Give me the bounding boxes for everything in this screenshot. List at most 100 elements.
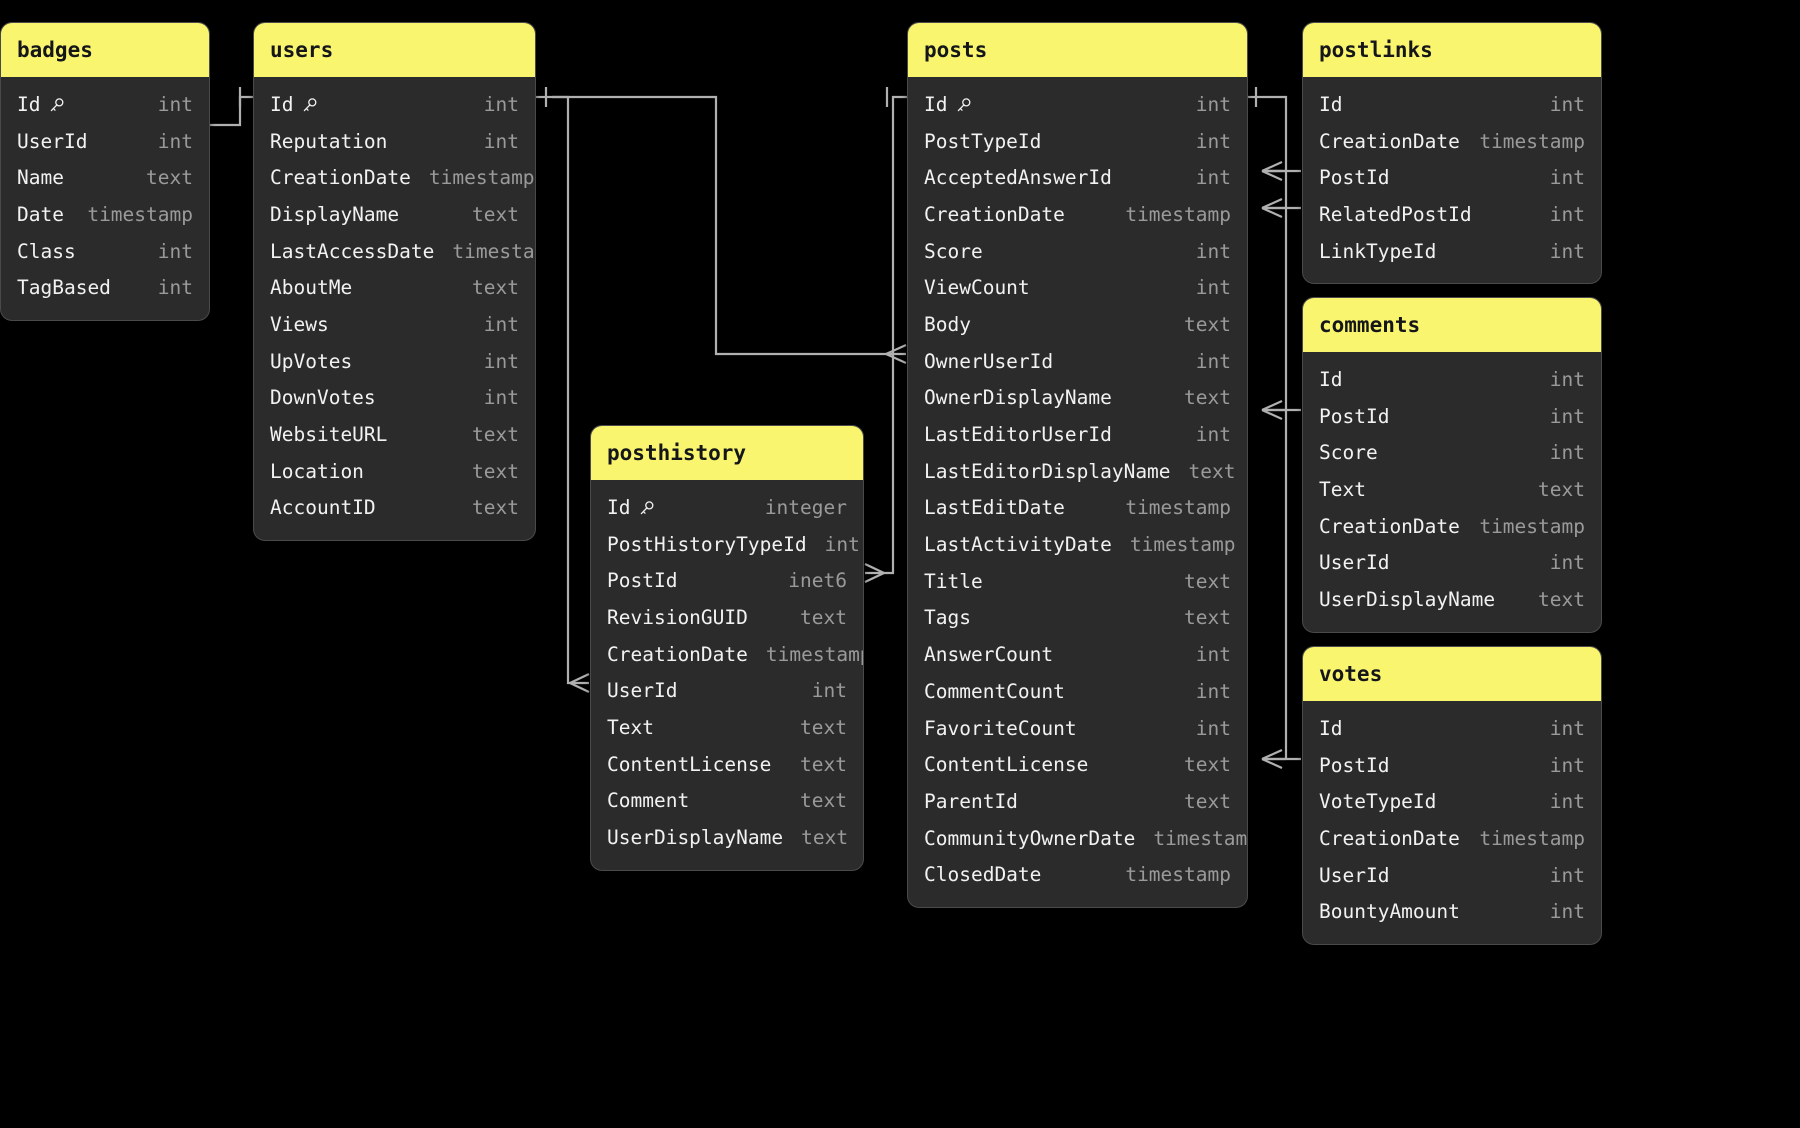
- field-row-posthistory-CreationDate[interactable]: CreationDate timestamp: [591, 636, 863, 673]
- field-row-votes-PostId[interactable]: PostId int: [1303, 747, 1601, 784]
- field-name: RelatedPostId: [1319, 203, 1472, 226]
- field-row-postlinks-RelatedPostId[interactable]: RelatedPostId int: [1303, 196, 1601, 233]
- field-row-posts-Score[interactable]: Score int: [908, 233, 1247, 270]
- field-row-badges-Date[interactable]: Date timestamp: [1, 196, 209, 233]
- field-type: int: [157, 239, 193, 263]
- field-row-posts-CommunityOwnerDate[interactable]: CommunityOwnerDate timestamp: [908, 820, 1247, 857]
- field-row-posts-FavoriteCount[interactable]: FavoriteCount int: [908, 710, 1247, 747]
- field-row-posthistory-Id[interactable]: Id integer: [591, 489, 863, 526]
- edge-users-id-to-posthistory-userid: [552, 95, 590, 693]
- field-row-comments-UserId[interactable]: UserId int: [1303, 544, 1601, 581]
- field-row-votes-VoteTypeId[interactable]: VoteTypeId int: [1303, 783, 1601, 820]
- field-row-posts-OwnerUserId[interactable]: OwnerUserId int: [908, 343, 1247, 380]
- table-name-header-comments[interactable]: comments: [1303, 298, 1601, 352]
- field-row-posts-ParentId[interactable]: ParentId text: [908, 783, 1247, 820]
- table-name-header-posts[interactable]: posts: [908, 23, 1247, 77]
- field-row-posts-AcceptedAnswerId[interactable]: AcceptedAnswerId int: [908, 159, 1247, 196]
- field-label: Reputation: [270, 129, 388, 153]
- edge-users-id-to-posts-owneruserid: [536, 87, 907, 365]
- field-row-badges-Id[interactable]: Id int: [1, 86, 209, 123]
- field-row-posts-AnswerCount[interactable]: AnswerCount int: [908, 636, 1247, 673]
- table-card-badges[interactable]: badges Id int UserId int Name text D: [0, 22, 210, 322]
- field-row-posthistory-UserDisplayName[interactable]: UserDisplayName text: [591, 819, 863, 856]
- field-type: int: [1549, 551, 1585, 575]
- field-row-posts-CreationDate[interactable]: CreationDate timestamp: [908, 196, 1247, 233]
- table-card-posts[interactable]: posts Id int PostTypeId int AcceptedAnsw…: [907, 22, 1248, 909]
- field-name: CreationDate: [1319, 827, 1460, 850]
- field-row-badges-Name[interactable]: Name text: [1, 159, 209, 196]
- field-row-votes-CreationDate[interactable]: CreationDate timestamp: [1303, 820, 1601, 857]
- field-row-votes-Id[interactable]: Id int: [1303, 710, 1601, 747]
- field-row-postlinks-Id[interactable]: Id int: [1303, 86, 1601, 123]
- field-label: CreationDate: [1319, 129, 1460, 153]
- table-card-postlinks[interactable]: postlinks Id int CreationDate timestamp …: [1302, 22, 1602, 285]
- field-row-posts-ClosedDate[interactable]: ClosedDate timestamp: [908, 856, 1247, 893]
- field-row-users-CreationDate[interactable]: CreationDate timestamp: [254, 159, 535, 196]
- field-label: VoteTypeId: [1319, 790, 1437, 814]
- field-row-posthistory-Text[interactable]: Text text: [591, 709, 863, 746]
- field-row-comments-CreationDate[interactable]: CreationDate timestamp: [1303, 508, 1601, 545]
- field-row-users-Location[interactable]: Location text: [254, 453, 535, 490]
- field-row-comments-PostId[interactable]: PostId int: [1303, 398, 1601, 435]
- table-card-users[interactable]: users Id int Reputation int CreationDate…: [253, 22, 536, 542]
- field-row-users-WebsiteURL[interactable]: WebsiteURL text: [254, 416, 535, 453]
- field-name: ContentLicense: [924, 753, 1088, 776]
- field-name: WebsiteURL: [270, 423, 387, 446]
- field-row-comments-UserDisplayName[interactable]: UserDisplayName text: [1303, 581, 1601, 618]
- field-label: DisplayName: [270, 202, 400, 226]
- field-row-users-DownVotes[interactable]: DownVotes int: [254, 380, 535, 417]
- field-row-badges-TagBased[interactable]: TagBased int: [1, 269, 209, 306]
- field-row-votes-BountyAmount[interactable]: BountyAmount int: [1303, 893, 1601, 930]
- field-row-badges-Class[interactable]: Class int: [1, 233, 209, 270]
- field-row-comments-Text[interactable]: Text text: [1303, 471, 1601, 508]
- field-row-posts-LastActivityDate[interactable]: LastActivityDate timestamp: [908, 526, 1247, 563]
- field-row-users-AccountID[interactable]: AccountID text: [254, 490, 535, 527]
- table-name-header-badges[interactable]: badges: [1, 23, 209, 77]
- table-card-comments[interactable]: comments Id int PostId int Score int Tex…: [1302, 297, 1602, 633]
- field-row-posts-OwnerDisplayName[interactable]: OwnerDisplayName text: [908, 380, 1247, 417]
- field-row-users-Reputation[interactable]: Reputation int: [254, 123, 535, 160]
- field-row-posts-Body[interactable]: Body text: [908, 306, 1247, 343]
- field-row-posts-ViewCount[interactable]: ViewCount int: [908, 269, 1247, 306]
- field-row-posts-Tags[interactable]: Tags text: [908, 600, 1247, 637]
- field-row-users-AboutMe[interactable]: AboutMe text: [254, 269, 535, 306]
- field-row-badges-UserId[interactable]: UserId int: [1, 123, 209, 160]
- field-row-posts-CommentCount[interactable]: CommentCount int: [908, 673, 1247, 710]
- field-row-posthistory-ContentLicense[interactable]: ContentLicense text: [591, 746, 863, 783]
- field-row-users-Views[interactable]: Views int: [254, 306, 535, 343]
- table-card-posthistory[interactable]: posthistory Id integer PostHistoryTypeId…: [590, 425, 864, 871]
- field-row-posts-LastEditDate[interactable]: LastEditDate timestamp: [908, 490, 1247, 527]
- table-name-header-votes[interactable]: votes: [1303, 647, 1601, 701]
- field-row-posts-Id[interactable]: Id int: [908, 86, 1247, 123]
- field-row-postlinks-PostId[interactable]: PostId int: [1303, 159, 1601, 196]
- field-name: ClosedDate: [924, 863, 1041, 886]
- field-row-postlinks-LinkTypeId[interactable]: LinkTypeId int: [1303, 233, 1601, 270]
- field-type: int: [1549, 92, 1585, 116]
- table-card-votes[interactable]: votes Id int PostId int VoteTypeId int C…: [1302, 646, 1602, 946]
- field-row-votes-UserId[interactable]: UserId int: [1303, 857, 1601, 894]
- field-row-posthistory-PostId[interactable]: PostId inet6: [591, 562, 863, 599]
- field-row-posthistory-UserId[interactable]: UserId int: [591, 672, 863, 709]
- field-row-posts-ContentLicense[interactable]: ContentLicense text: [908, 746, 1247, 783]
- field-row-posts-PostTypeId[interactable]: PostTypeId int: [908, 123, 1247, 160]
- field-type: int: [157, 92, 193, 116]
- field-row-posthistory-RevisionGUID[interactable]: RevisionGUID text: [591, 599, 863, 636]
- field-row-posts-LastEditorDisplayName[interactable]: LastEditorDisplayName text: [908, 453, 1247, 490]
- key-icon: [301, 97, 318, 114]
- table-name-header-postlinks[interactable]: postlinks: [1303, 23, 1601, 77]
- field-row-users-UpVotes[interactable]: UpVotes int: [254, 343, 535, 380]
- field-name: OwnerUserId: [924, 350, 1053, 373]
- field-row-posthistory-Comment[interactable]: Comment text: [591, 783, 863, 820]
- field-row-postlinks-CreationDate[interactable]: CreationDate timestamp: [1303, 123, 1601, 160]
- table-name-header-users[interactable]: users: [254, 23, 535, 77]
- table-name-header-posthistory[interactable]: posthistory: [591, 426, 863, 480]
- field-row-comments-Id[interactable]: Id int: [1303, 361, 1601, 398]
- field-row-users-Id[interactable]: Id int: [254, 86, 535, 123]
- field-row-posts-Title[interactable]: Title text: [908, 563, 1247, 600]
- field-row-users-DisplayName[interactable]: DisplayName text: [254, 196, 535, 233]
- field-row-posthistory-PostHistoryTypeId[interactable]: PostHistoryTypeId int: [591, 526, 863, 563]
- field-row-posts-LastEditorUserId[interactable]: LastEditorUserId int: [908, 416, 1247, 453]
- field-row-comments-Score[interactable]: Score int: [1303, 434, 1601, 471]
- field-row-users-LastAccessDate[interactable]: LastAccessDate timestamp: [254, 233, 535, 270]
